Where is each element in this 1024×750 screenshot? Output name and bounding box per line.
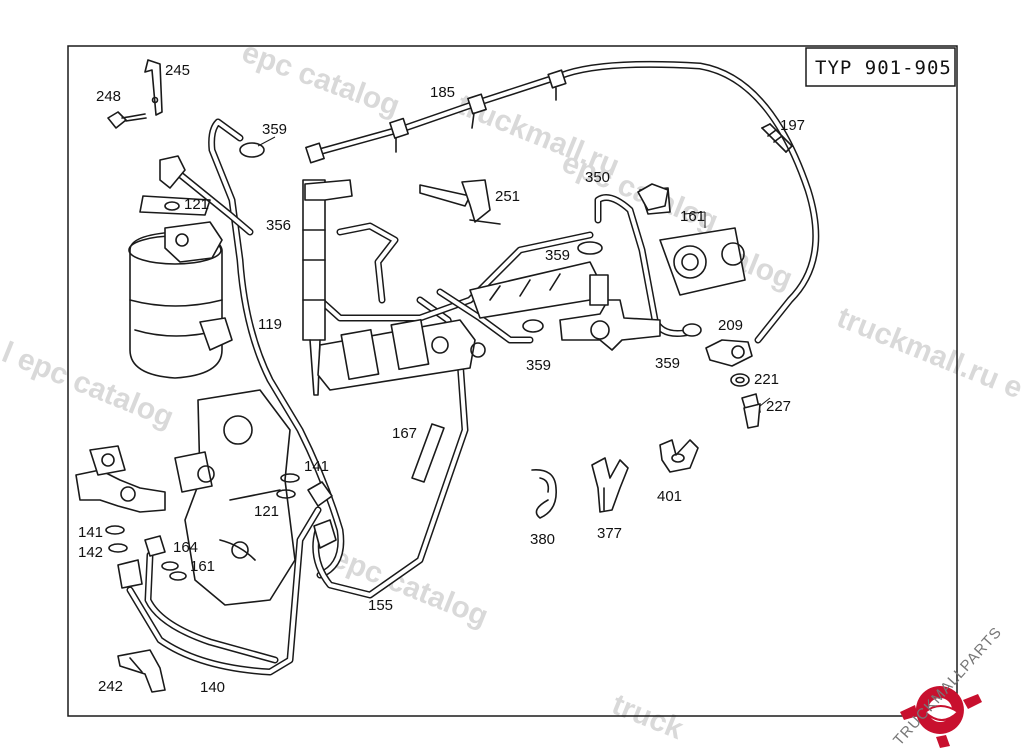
fuel-rail — [317, 261, 601, 391]
diagram-frame — [67, 45, 958, 717]
callout-251: 251 — [495, 188, 520, 205]
seal-ring-121 — [276, 489, 296, 499]
pipes — [126, 60, 820, 676]
leak-off-connectors-185 — [305, 69, 567, 164]
seal-ring-141 — [105, 525, 125, 535]
pipe-connector — [313, 519, 337, 549]
fuel-filter — [128, 155, 233, 379]
callout-197: 197 — [780, 117, 805, 134]
callout-167: 167 — [392, 425, 417, 442]
callout-401: 401 — [657, 488, 682, 505]
callout-142: 142 — [78, 544, 103, 561]
washer-221 — [730, 373, 750, 387]
hose-clamp-359 — [239, 142, 265, 158]
callout-350: 350 — [585, 169, 610, 186]
callout-359: 359 — [526, 357, 551, 374]
callout-380: 380 — [530, 531, 555, 548]
callout-221: 221 — [754, 371, 779, 388]
callout-245: 245 — [165, 62, 190, 79]
clip-251 — [419, 179, 501, 225]
clip-242 — [117, 649, 166, 693]
callout-161: 161 — [680, 208, 705, 225]
seal-ring-142 — [108, 543, 128, 553]
type-box — [805, 47, 956, 87]
injector-356 — [302, 179, 353, 396]
callout-359: 359 — [262, 121, 287, 138]
callout-155: 155 — [368, 597, 393, 614]
callout-359: 359 — [545, 247, 570, 264]
hose-167 — [411, 423, 445, 483]
callout-248: 248 — [96, 88, 121, 105]
pipe-connector — [117, 559, 143, 589]
watermark: epc catalog — [238, 36, 404, 123]
callout-141: 141 — [78, 524, 103, 541]
fitting-block-141 — [75, 445, 166, 513]
clip-377 — [591, 457, 629, 513]
callout-359: 359 — [655, 355, 680, 372]
bracket-clip-245 — [144, 59, 163, 116]
callout-119: 119 — [258, 316, 282, 333]
watermark: truck — [607, 688, 688, 746]
callout-121: 121 — [254, 503, 279, 520]
leader-lines — [257, 136, 771, 407]
hose-clamp-359 — [522, 319, 544, 333]
clip-350 — [637, 183, 669, 211]
brand-logo: TRUCKMALLPARTS — [890, 624, 1005, 749]
callout-140: 140 — [200, 679, 225, 696]
brand-gear-icon — [915, 686, 964, 734]
callout-141: 141 — [304, 458, 329, 475]
callout-227: 227 — [766, 398, 791, 415]
hose-clamp-359 — [682, 323, 702, 337]
banjo-bolt-227 — [741, 393, 761, 429]
callout-209: 209 — [718, 317, 743, 334]
seal-ring-141 — [280, 473, 300, 483]
callout-185: 185 — [430, 84, 455, 101]
callout-356: 356 — [266, 217, 291, 234]
seal-ring-161 — [169, 571, 187, 581]
callout-377: 377 — [597, 525, 622, 542]
type-label: TYP 901-905 — [815, 57, 952, 79]
tee-fitting — [559, 274, 661, 351]
pipe-connector — [144, 535, 166, 557]
high-pressure-pump — [174, 389, 296, 606]
callout-242: 242 — [98, 678, 123, 695]
watermark: truckmall.ru e — [832, 301, 1024, 405]
clip-401 — [659, 439, 699, 473]
callout-164: 164 — [173, 539, 198, 556]
hose-clamp-359 — [577, 241, 603, 255]
banjo-fitting-209 — [705, 339, 753, 367]
seal-ring-164 — [161, 561, 179, 571]
watermark-layer: epc catalog truckmall.ru epc catalog cat… — [0, 36, 1024, 747]
parts — [75, 59, 793, 693]
hose-197 — [761, 123, 793, 153]
callout-161: 161 — [190, 558, 215, 575]
callout-labels: 245 248 359 185 197 121 356 251 350 161 … — [78, 62, 805, 696]
pipe-connector — [307, 481, 333, 507]
callout-121: 121 — [184, 196, 209, 213]
clip-380 — [531, 469, 557, 519]
bolt-248 — [107, 111, 147, 129]
